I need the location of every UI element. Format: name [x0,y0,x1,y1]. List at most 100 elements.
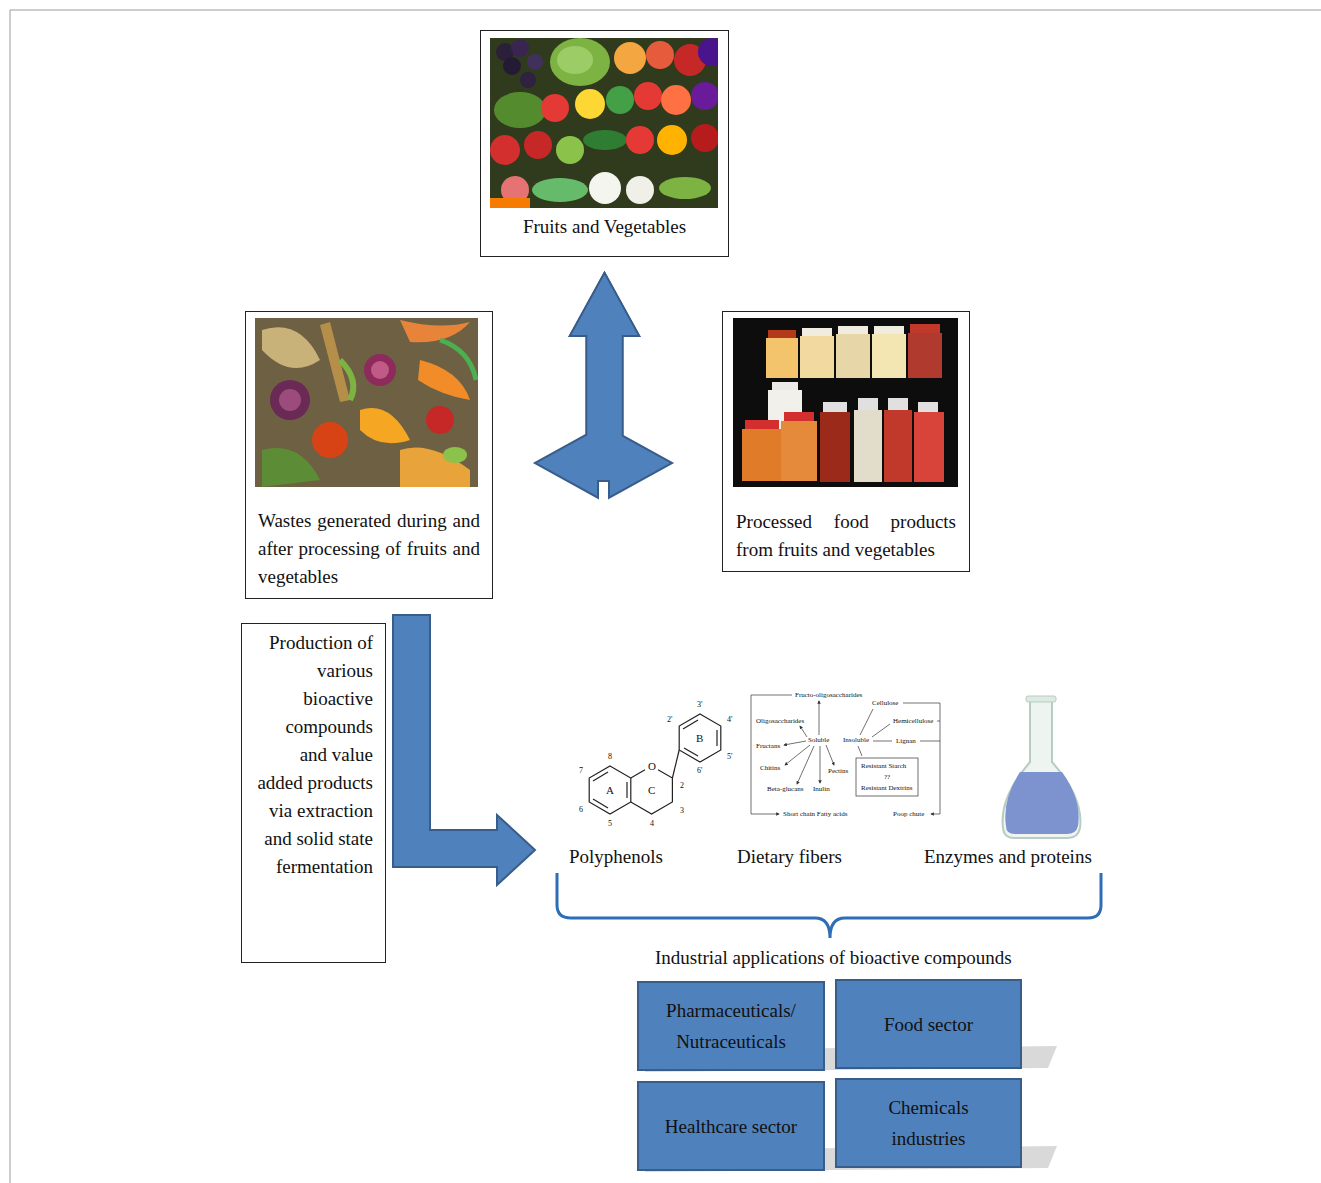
node-text: Chemicals industries [855,1092,1002,1154]
drawing-part [400,448,470,488]
node-text: Pharmaceuticals/ Nutraceuticals [657,995,805,1057]
item-caption: Enzymes and proteins [924,846,1092,868]
image-box: Fruits and Vegetables [480,30,729,257]
group-caption: Industrial applications of bioactive com… [655,947,1012,969]
drawing-part [684,748,698,756]
drawing-part [860,709,873,735]
application-box: Pharmaceuticals/ Nutraceuticals [637,981,825,1071]
atom-label: O [648,760,656,773]
node-text: Healthcare sector [665,1111,797,1142]
drawing-part [400,320,470,342]
atom-number: 7 [579,766,583,775]
fiber-term: Poop chute [893,810,924,818]
fiber-term: Hemicellulose [893,717,933,725]
drawing-part [683,720,698,729]
drawing-part [751,695,792,814]
fiber-term: Fructans [756,742,780,750]
drawing-part [537,275,670,496]
drawing-part [819,701,820,735]
drawing-part [634,82,662,110]
fiber-term: Lignan [896,737,916,745]
drawing-part [1005,772,1078,834]
drawing-part [490,135,520,165]
drawing-part [503,57,521,75]
node-text: Fruits and Vegetables [491,213,718,241]
drawing-part [784,412,814,421]
drawing-part [279,389,301,411]
drawing-part [937,721,940,722]
item-caption: Dietary fibers [737,846,842,868]
flask-icon [1003,696,1081,838]
fiber-term: Beta-glucans [767,785,804,793]
fiber-term: Inulin [813,785,830,793]
drawing-part [646,41,674,69]
drawing-part [556,136,584,164]
drawing-part [838,326,868,334]
fiber-term: Resistant Dextrins [861,784,913,792]
drawing-part [614,42,646,74]
drawing-part [589,766,631,814]
drawing-part [908,333,942,378]
drawing-part [371,361,389,379]
node-text: Production of various bioactive compound… [254,629,373,881]
node-text: Food sector [884,1009,973,1040]
fiber-term: Cellulose [872,699,898,707]
atom-number: 3' [697,700,702,709]
node-text: Processed food products from fruits and … [736,508,956,564]
polyphenol-structure [589,714,721,814]
fruit-photo [490,38,718,208]
drawing-part [593,772,608,781]
atom-number: 4 [650,819,654,828]
drawing-part [418,360,470,400]
fiber-term: Chitins [760,764,780,772]
drawing-part [772,382,798,390]
drawing-part [820,746,821,783]
drawing-part [557,46,593,74]
drawing-part [874,326,904,334]
drawing-part [784,741,806,745]
drawing-part [532,178,588,202]
drawing-part [657,125,687,155]
drawing-part [589,172,621,204]
drawing-part [661,85,691,115]
fiber-term: Short chain Fatty acids [783,810,847,818]
fiber-term: Pectins [828,767,848,775]
atom-number: 2' [667,715,672,724]
drawing-part [854,410,882,482]
drawing-part [888,398,908,410]
drawing-part [606,86,634,114]
drawing-part [255,318,478,487]
atom-number: 6' [697,766,702,775]
application-box: Healthcare sector [637,1081,825,1171]
atom-number: 3 [680,806,684,815]
drawing-part [626,176,654,204]
drawing-part [679,714,721,762]
drawing-part [820,412,850,482]
drawing-part [1026,696,1056,702]
drawing-part [443,447,467,463]
process-arrow [393,615,535,885]
drawing-part [826,745,834,765]
fiber-term: Oligosaccharides [756,717,804,725]
drawing-part [631,770,673,814]
drawing-part [873,741,892,742]
atom-number: 5' [727,752,732,761]
image-box: Wastes generated during and after proces… [245,311,493,599]
drawing-part [262,327,320,368]
drawing-part [262,448,320,487]
drawing-part [672,750,679,778]
node-text: Wastes generated during and after proces… [258,507,480,591]
drawing-part [800,726,807,737]
atom-number: 5 [608,819,612,828]
block-arrow [572,275,671,496]
drawing-part [745,420,779,429]
drawing-part [781,421,817,481]
drawing-part [691,124,718,152]
atom-number: 2 [680,781,684,790]
atom-number: 8 [608,752,612,761]
drawing-part [659,177,711,199]
drawing-part [856,758,918,796]
fiber-term: Insoluble [843,736,869,744]
drawing-part [884,410,912,482]
drawing-part [364,354,396,386]
